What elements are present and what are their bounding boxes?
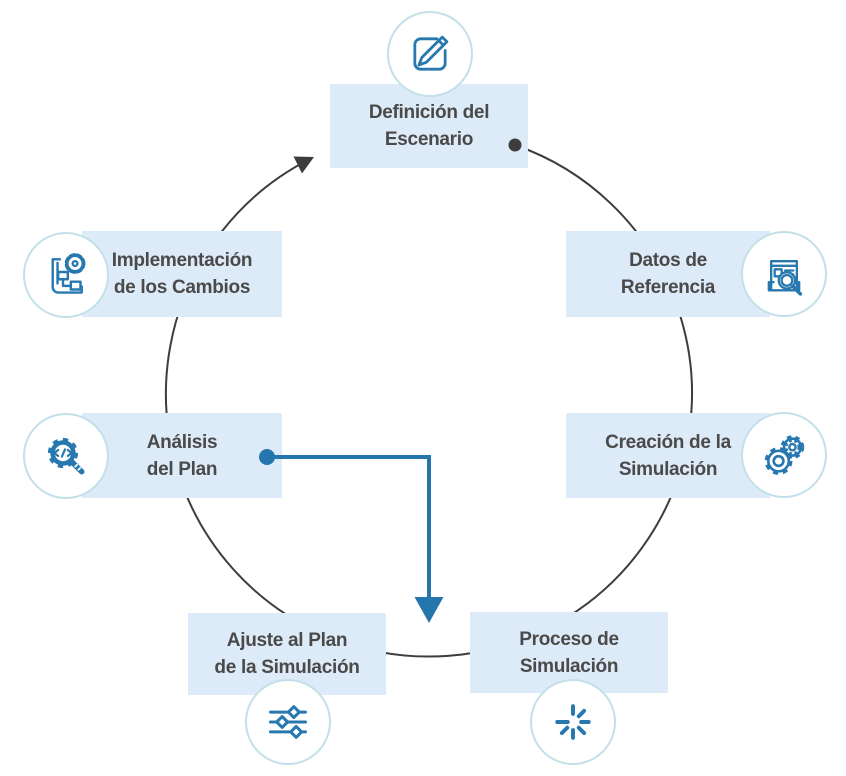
shortcut-arrow-icon xyxy=(259,449,444,623)
cycle-arc-path xyxy=(165,144,693,658)
step-label-line1: Implementación xyxy=(111,250,253,271)
step-analisis-plan: Análisis del Plan xyxy=(82,413,282,498)
step-label-line1: Proceso de xyxy=(519,628,619,650)
step-label-line1: Datos de xyxy=(629,250,707,271)
step-label-line2: del Plan xyxy=(146,458,218,480)
step-label: Ajuste al Plan de la Simulación xyxy=(188,627,386,681)
step-label-line2: de los Cambios xyxy=(113,277,251,298)
document-search-icon xyxy=(741,231,827,317)
spinner-icon xyxy=(530,679,616,765)
step-label: Análisis del Plan xyxy=(82,429,282,483)
step-label-line1: Ajuste al Plan xyxy=(226,630,348,651)
sliders-icon xyxy=(245,679,331,765)
step-label-line1: Creación de la xyxy=(605,431,731,453)
step-label: Creación de la Simulación xyxy=(566,429,770,483)
step-label: Proceso de Simulación xyxy=(470,626,668,680)
edit-icon xyxy=(387,11,473,97)
step-creacion-simulacion: Creación de la Simulación xyxy=(566,413,770,498)
step-label-line1: Definición del xyxy=(368,102,490,123)
step-label-line2: de la Simulación xyxy=(214,657,360,678)
blueprint-gear-icon xyxy=(23,232,109,318)
step-label-line2: Escenario xyxy=(384,129,474,150)
step-label-line2: Simulación xyxy=(618,458,718,480)
step-label-line2: Referencia xyxy=(620,277,716,298)
step-label-line1: Análisis xyxy=(146,431,218,453)
step-label: Datos de Referencia xyxy=(566,247,770,301)
step-label: Implementación de los Cambios xyxy=(82,247,282,301)
step-label: Definición del Escenario xyxy=(330,99,528,153)
code-search-gear-icon xyxy=(23,413,109,499)
cycle-arrowhead-icon xyxy=(293,156,314,174)
step-datos-referencia: Datos de Referencia xyxy=(566,231,770,317)
step-label-line2: Simulación xyxy=(519,655,619,677)
step-implementacion-cambios: Implementación de los Cambios xyxy=(82,231,282,317)
gears-icon xyxy=(741,412,827,498)
